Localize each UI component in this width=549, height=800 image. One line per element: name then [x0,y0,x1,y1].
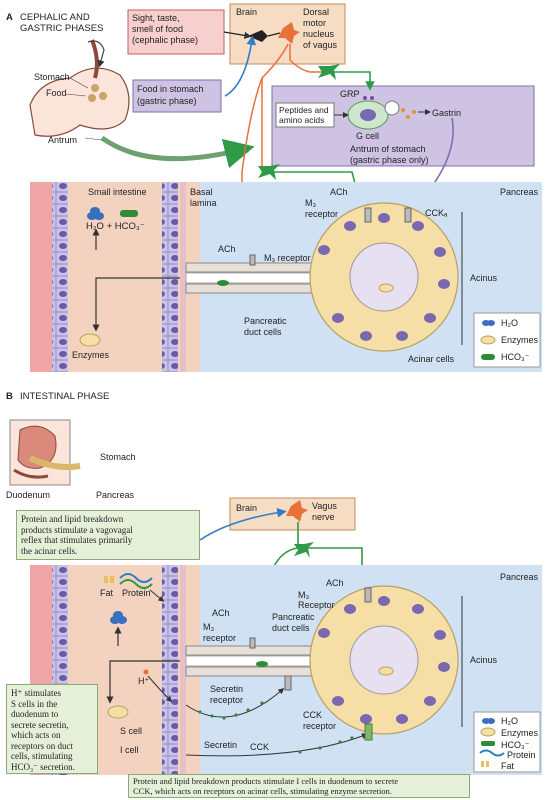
brain-label-b: Brain [236,503,258,513]
basal-lamina-2: lamina [190,198,217,208]
note2-line-4: secrete secretin, [11,719,69,730]
legend-b-protein: Protein [507,750,536,760]
pancreas-label-small: Pancreas [96,490,135,500]
cephalic-box-line-2: smell of food [132,24,184,34]
ach-mid-b: ACh [212,608,230,618]
m3-mid-b-2: receptor [203,633,237,643]
antrum-box-line-2: (gastric phase only) [350,155,429,165]
cck-receptor-2: receptor [303,721,337,731]
pancreas-label-b: Pancreas [500,572,539,582]
acinar-cells-label: Acinar cells [408,354,455,364]
acinus-label-b: Acinus [470,655,498,665]
note3-line-2: CCK, which acts on receptors on acinar c… [133,786,392,796]
fat-label: Fat [100,588,114,598]
note2-line-6: receptors on duct [11,740,73,751]
note2-line-7: cells, stimulating [11,751,73,761]
duct-cells-b-2: duct cells [272,623,310,633]
cck-label: CCK [250,742,270,752]
stomach-illustration-a [29,39,130,137]
m3-mid-a: M₃ receptor [264,253,311,263]
m3-top-a-2: receptor [305,209,339,219]
m3-top-a-1: M₃ [305,198,317,208]
stomach-illustration-b [9,419,81,486]
section-b-title: INTESTINAL PHASE [20,391,110,402]
legend-b-fat: Fat [501,761,515,771]
ach-top-b: ACh [326,578,344,588]
gastrin-label: Gastrin [432,108,462,118]
legend-b-hco3: HCO₃⁻ [501,740,530,750]
note2-line-3: duodenum to [11,709,59,719]
ach-mid-a: ACh [218,244,236,254]
note1-line-1: Protein and lipid breakdown [21,514,124,524]
antrum-label: Antrum [48,135,78,145]
water-bicarb-label: H₂O + HCO₃⁻ [86,221,145,232]
note2-line-8: HCO₃⁻ secretion. [11,761,75,772]
secretin-label: Secretin [204,740,238,750]
stomach-label-b: Stomach [100,452,136,462]
legend-b-h2o: H₂O [501,716,518,726]
note1-line-2: products stimulate a vagovagal [21,524,133,535]
vagus-line-1: Vagus [312,501,337,511]
m3-top-b-1: M₃ [298,590,310,600]
note1-line-3: reflex that stimulates primarily [21,535,133,545]
legend-a-enzymes: Enzymes [501,335,539,345]
duct-cells-b-1: Pancreatic [272,612,315,622]
duodenum-label: Duodenum [6,490,51,500]
secretin-receptor-1: Secretin [210,684,244,694]
food-label: Food [46,88,67,98]
section-a-letter: A [6,12,13,23]
note2-line-1: H⁺ stimulates [11,688,61,698]
note-cck: Protein and lipid breakdown products sti… [128,774,470,798]
dorsal-line-4: of vagus [303,40,338,50]
protein-label: Protein [122,588,151,598]
dorsal-line-1: Dorsal [303,7,330,17]
section-a-title-2: GASTRIC PHASES [20,23,104,34]
acinus-label-a: Acinus [470,273,498,283]
food-in-stomach-2: (gastric phase) [137,96,197,106]
note-vagovagal: Protein and lipid breakdown products sti… [16,510,200,560]
section-b-letter: B [6,391,13,402]
peptides-line-1: Peptides and [279,105,329,115]
cephalic-box-line-1: Sight, taste, [132,13,180,23]
g-cell-label: G cell [356,131,380,141]
note-secretin: H⁺ stimulates S cells in the duodenum to… [6,684,98,774]
dorsal-line-3: nucleus [303,29,335,39]
cephalic-box-line-3: (cephalic phase) [132,35,199,45]
basal-lamina-1: Basal [190,187,213,197]
antrum-box-line-1: Antrum of stomach [350,144,426,154]
dorsal-line-2: motor [303,18,327,28]
small-intestine-label: Small intestine [88,187,147,197]
legend-b-enzymes: Enzymes [501,728,539,738]
ach-top-a: ACh [330,187,348,197]
peptides-line-2: amino acids [279,115,325,125]
duct-cells-a-2: duct cells [244,327,282,337]
ccka-label: CCKₐ [425,208,448,218]
i-cell-label: I cell [120,745,139,755]
duct-cells-a-1: Pancreatic [244,316,287,326]
pancreas-label-a: Pancreas [500,187,539,197]
note2-line-5: which acts on [11,730,61,740]
note1-line-4: the acinar cells. [21,545,78,556]
stomach-label-a: Stomach [34,72,70,82]
m3-top-b-2: Receptor [298,600,335,610]
vagus-line-2: nerve [312,512,335,522]
legend-a-hco3: HCO₃⁻ [501,352,530,362]
secretin-receptor-2: receptor [210,695,244,705]
note3-line-1: Protein and lipid breakdown products sti… [133,776,399,786]
cck-receptor-1: CCK [303,710,323,720]
m3-mid-b-1: M₃ [203,622,215,632]
section-a-title-1: CEPHALIC AND [20,12,90,23]
brain-label-a: Brain [236,7,258,17]
legend-a-h2o: H₂O [501,318,518,328]
food-in-stomach-1: Food in stomach [137,84,204,94]
h-plus-label: H⁺ [138,676,150,686]
note2-line-2: S cells in the [11,698,58,709]
grp-label: GRP [340,89,360,99]
s-cell-label: S cell [120,726,143,736]
enzymes-label-a: Enzymes [72,350,110,360]
